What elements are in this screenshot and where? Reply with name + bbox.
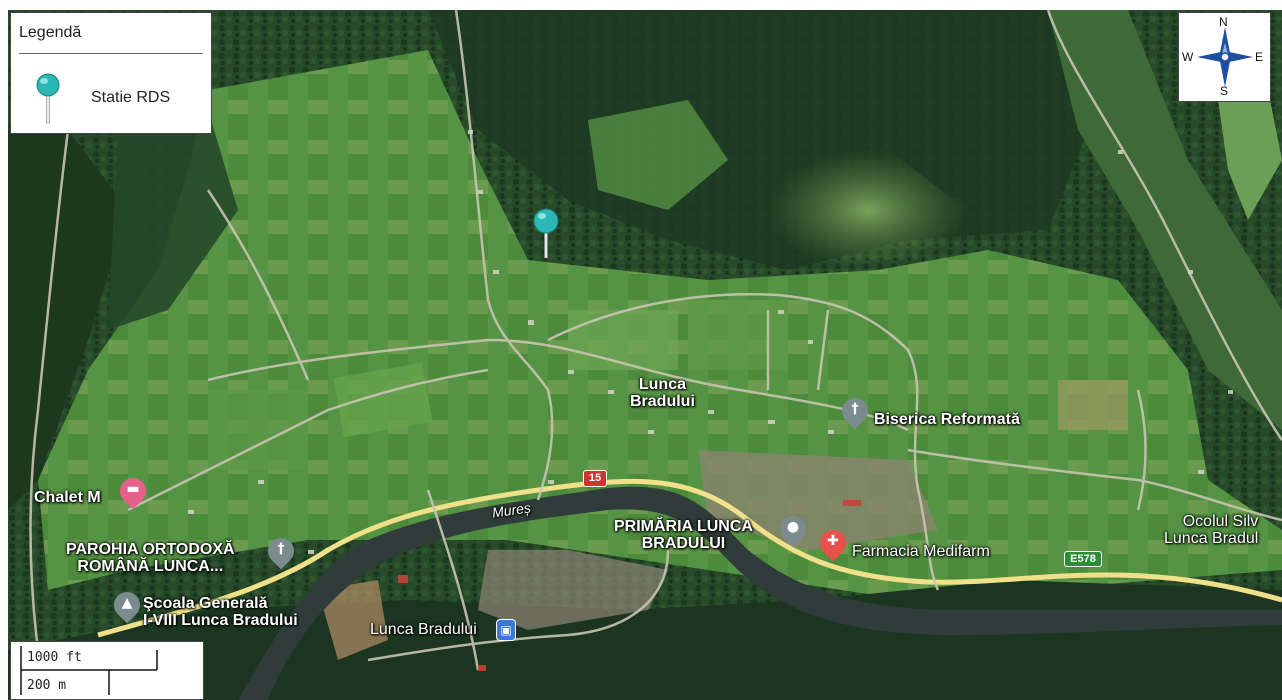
parish-label[interactable]: PAROHIA ORTODOXĂ ROMÂNĂ LUNCA... xyxy=(66,541,235,575)
town-hall-label[interactable]: PRIMĂRIA LUNCA BRADULUI xyxy=(614,518,753,552)
legend-panel: Legendă Statie RDS xyxy=(10,12,212,134)
pharmacy-cross-icon: ✚ xyxy=(827,533,839,549)
rds-station-marker[interactable] xyxy=(532,208,560,260)
compass-rose: N S W E xyxy=(1178,12,1271,102)
compass-east: E xyxy=(1255,50,1264,64)
building-icon: ● xyxy=(786,519,800,535)
cross-icon: † xyxy=(277,541,285,557)
chalet-label[interactable]: Chalet M xyxy=(34,489,101,506)
legend-divider xyxy=(19,53,203,54)
forestry-office-label[interactable]: Ocolul Silv Lunca Bradul xyxy=(1164,513,1259,547)
road-shield-dn15: 15 xyxy=(583,470,607,487)
bed-icon: ▬ xyxy=(126,481,140,497)
scale-bar: 1000 ft 200 m xyxy=(10,641,204,700)
school-pin[interactable]: ▲ xyxy=(108,586,146,626)
compass-west: W xyxy=(1182,50,1194,64)
scale-imperial-label: 1000 ft xyxy=(27,650,82,665)
school-label[interactable]: Şcoala Generală I-VIII Lunca Bradului xyxy=(143,595,298,629)
station-label[interactable]: Lunca Bradului xyxy=(370,621,477,638)
orthodox-church-pin[interactable]: † xyxy=(262,532,300,572)
compass-north: N xyxy=(1219,15,1228,29)
satellite-map[interactable]: Lunca Bradului † Biserica Reformată Chal… xyxy=(8,10,1282,700)
graduation-cap-icon: ▲ xyxy=(121,595,133,611)
village-label: Lunca Bradului xyxy=(630,376,695,410)
reformed-church-pin[interactable]: † xyxy=(836,392,874,432)
legend-title: Legendă xyxy=(19,24,82,41)
legend-item-label: Statie RDS xyxy=(91,89,171,106)
pharmacy-pin[interactable]: ✚ xyxy=(814,524,852,564)
scale-bar-lines xyxy=(20,646,158,695)
road-shield-e578: E578 xyxy=(1064,551,1102,567)
pharmacy-label[interactable]: Farmacia Medifarm xyxy=(852,543,990,560)
satellite-imagery xyxy=(8,10,1282,700)
hotel-pin[interactable]: ▬ xyxy=(114,472,152,512)
cross-icon: † xyxy=(851,401,859,417)
reformed-church-label[interactable]: Biserica Reformată xyxy=(874,411,1020,428)
rds-marker-icon xyxy=(36,73,60,124)
town-hall-pin[interactable]: ● xyxy=(774,510,812,550)
train-station-icon[interactable]: ▣ xyxy=(496,619,516,641)
compass-south: S xyxy=(1220,84,1229,98)
compass-icon xyxy=(1197,27,1253,87)
scale-metric-label: 200 m xyxy=(27,678,67,693)
